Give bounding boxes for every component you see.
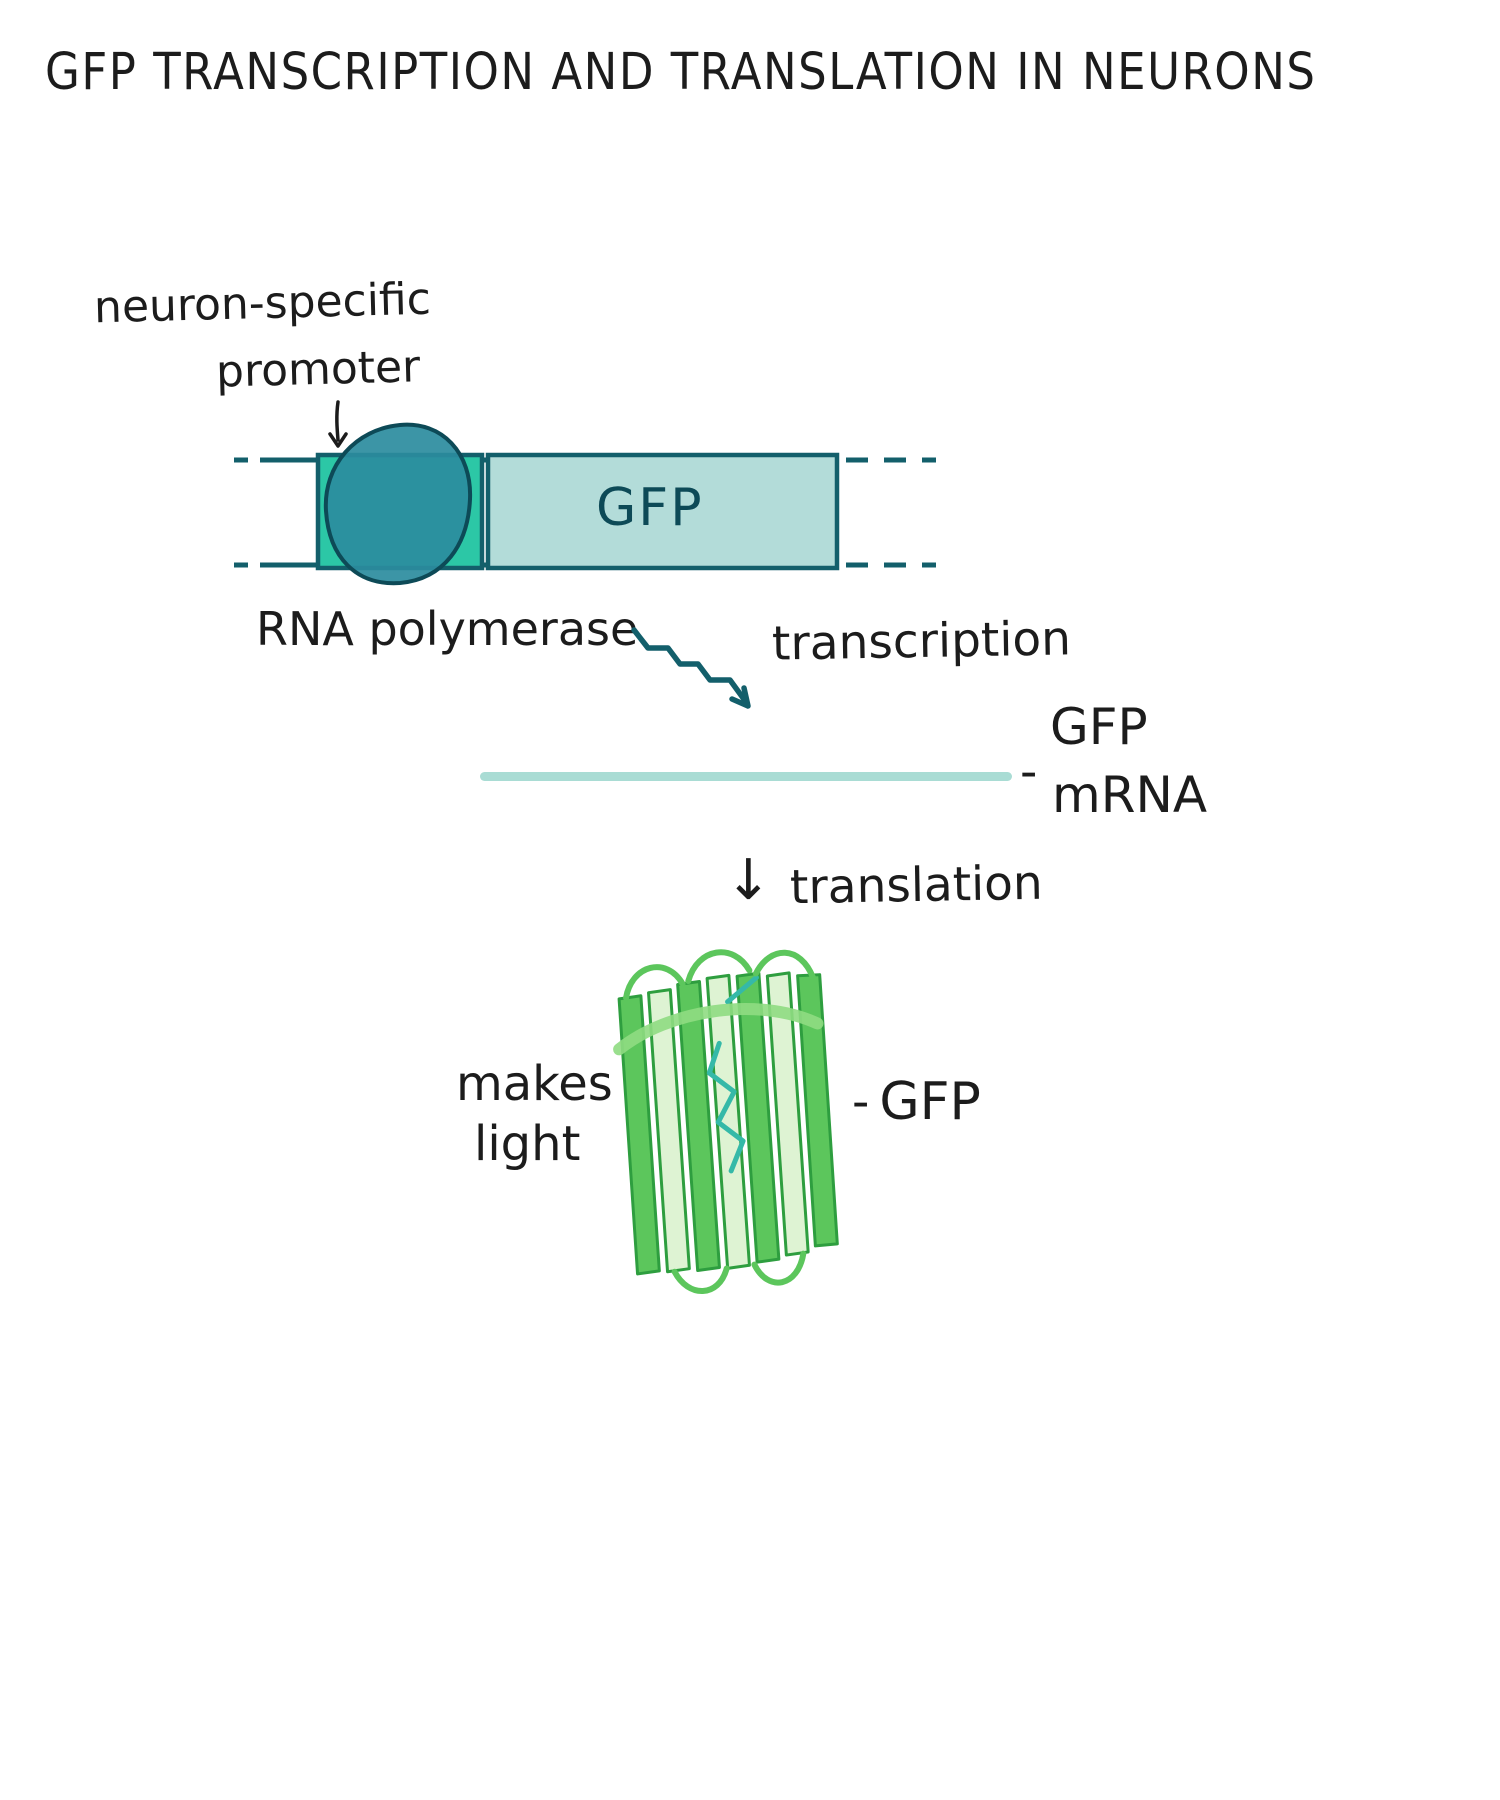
dna-gene-construct [234, 422, 936, 586]
protein-dash: - [852, 1074, 870, 1130]
gene-box-label: GFP [596, 478, 704, 538]
mrna-label-line2: mRNA [1052, 766, 1208, 824]
makes-light-label-line2: light [474, 1116, 581, 1172]
protein-loop [671, 1265, 730, 1295]
gfp-gene-box [485, 452, 840, 571]
chromophore-helix-top [725, 975, 759, 1005]
beta-strand [617, 994, 661, 1276]
makes-light-label-line1: makes [456, 1056, 613, 1112]
mrna-line [480, 772, 1012, 781]
translation-label: translation [789, 855, 1044, 916]
protein-label-group: - GFP [852, 1072, 981, 1132]
mrna-label-line1: GFP [1050, 698, 1148, 756]
promoter-label-line1: neuron-specific [93, 273, 432, 334]
beta-strand [735, 971, 781, 1264]
transcription-label: transcription [771, 611, 1072, 672]
protein-loop [752, 949, 817, 981]
gfp-protein-illustration [613, 949, 839, 1295]
translation-arrow-icon: ↓ [725, 848, 772, 913]
protein-loop [751, 1250, 807, 1286]
promoter-label-line2: promoter [215, 341, 421, 398]
rna-polymerase-label: RNA polymerase [256, 602, 639, 656]
mrna-dash: - [1020, 744, 1038, 800]
promoter-pointer-arrow-icon [328, 400, 348, 448]
transcription-arrow-icon [631, 627, 751, 709]
beta-strand [647, 988, 691, 1274]
protein-ribbon [613, 1003, 824, 1056]
protein-label: GFP [879, 1072, 981, 1132]
beta-strand [676, 979, 721, 1273]
chromophore-helix [706, 1040, 746, 1174]
rna-polymerase-blob [323, 422, 473, 586]
beta-strand [765, 971, 810, 1257]
protein-loop [623, 964, 686, 1001]
page-title: GFP TRANSCRIPTION AND TRANSLATION IN NEU… [45, 42, 1317, 102]
protein-loop [685, 949, 753, 985]
